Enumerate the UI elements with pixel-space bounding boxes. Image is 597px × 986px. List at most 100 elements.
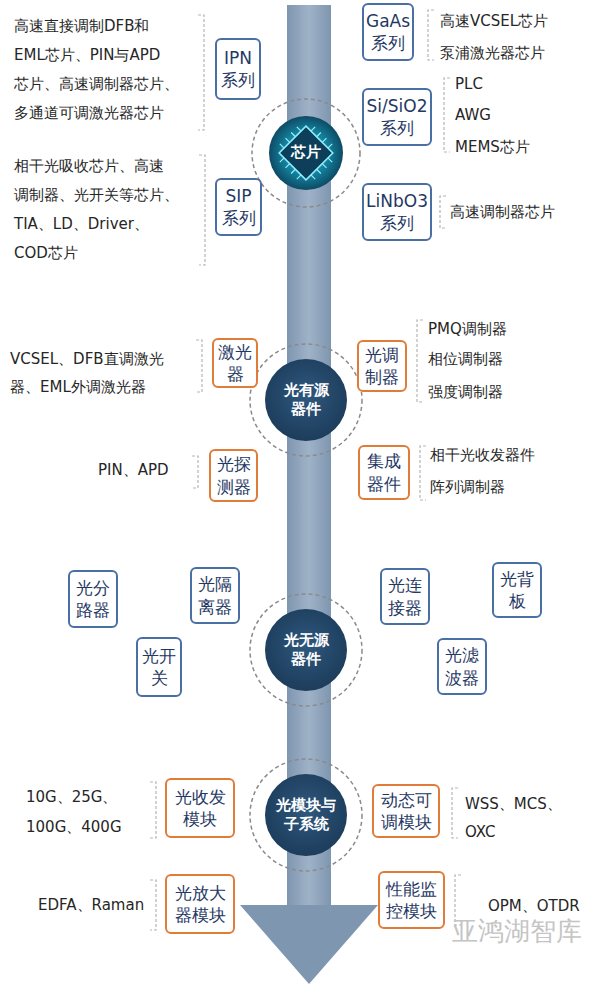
text-wrap: 激光 器 [216, 341, 254, 385]
item-label: 高速调制器芯片 [450, 203, 555, 223]
item-label: PIN、APD [98, 461, 169, 481]
chip-pin [271, 118, 342, 189]
text-wrap: Si/SiO2 系列 [366, 95, 428, 139]
bracket [150, 782, 156, 838]
node-text: 光背 板 [496, 568, 538, 612]
chip-body [279, 126, 333, 180]
text-wrap: SIP 系列 [219, 185, 258, 229]
item-label: OPM、OTDR [488, 897, 580, 917]
item-label: 强度调制器 [428, 383, 503, 403]
category-box: 动态可 调模块 [372, 784, 440, 838]
node-text: LiNbO3 系列 [366, 190, 428, 234]
node-text: 芯片 [291, 143, 321, 163]
stage-circle: 光有源 器件 [264, 358, 348, 442]
stage-circle: 光无源 器件 [264, 608, 348, 692]
item-label: 泵浦激光器芯片 [440, 44, 545, 64]
bracket [417, 320, 423, 402]
text-wrap: IPN 系列 [219, 47, 257, 91]
text-wrap: LiNbO3 系列 [366, 190, 428, 234]
node-text: 光有源 器件 [276, 381, 336, 420]
item-label: 相干光吸收芯片、高速 调制器、光开关等芯片、 TIA、LD、Driver、 CO… [14, 152, 199, 268]
item-label: 相干光收发器件 [430, 446, 535, 466]
item-label: MEMS芯片 [455, 138, 530, 158]
item-label: WSS、MCS、 OXC [465, 790, 575, 846]
node-text: 光隔 离器 [194, 573, 236, 617]
node-text: 光滤 波器 [441, 644, 483, 688]
chip-pin [271, 118, 342, 189]
text-wrap: 光有源 器件 [276, 381, 336, 420]
bracket [196, 340, 202, 392]
watermark: 亚鸿湖智库 [452, 915, 582, 949]
bracket [428, 10, 434, 60]
bracket [440, 196, 446, 228]
bracket [199, 155, 205, 265]
circle-fill [269, 116, 343, 190]
stage-circle: 光模块与 子系统 [264, 773, 348, 857]
node-text: 光无源 器件 [276, 631, 336, 670]
item-label: 阵列调制器 [430, 478, 505, 498]
node-text: GaAs 系列 [366, 10, 410, 54]
item-label: 相位调制器 [428, 350, 503, 370]
chip-symbol [271, 118, 342, 189]
node-text: 激光 器 [216, 341, 254, 385]
circle-fill [265, 359, 347, 441]
item-label: PLC [455, 75, 483, 95]
text-wrap: 芯片 [291, 143, 321, 163]
bracket [198, 15, 204, 130]
text-wrap: 光背 板 [496, 568, 538, 612]
dashed-ring [252, 99, 360, 207]
text-wrap: 动态可 调模块 [376, 789, 436, 833]
category-box: 光调 制器 [357, 340, 407, 392]
circle-fill [265, 609, 347, 691]
category-box: 光隔 离器 [190, 567, 240, 624]
text-wrap: 光连 接器 [384, 574, 426, 618]
dashed-ring [250, 344, 362, 456]
node-text: 动态可 调模块 [376, 789, 436, 833]
node-text: 光分 路器 [72, 577, 114, 621]
chip-pin [271, 118, 342, 189]
category-box: 光探 测器 [209, 449, 258, 502]
node-text: 集成 器件 [362, 450, 406, 494]
text-wrap: 光放大 器模块 [169, 882, 231, 926]
text-wrap: 光探 测器 [213, 453, 254, 497]
text-wrap: GaAs 系列 [366, 10, 410, 54]
flow-arrow-head [240, 905, 378, 984]
bracket [444, 78, 450, 152]
category-box: 光连 接器 [380, 568, 430, 625]
chip-pin [271, 118, 342, 189]
bracket [192, 456, 198, 488]
bracket [150, 880, 156, 930]
node-text: 光开 关 [140, 645, 178, 689]
stage-circle: 芯片 [268, 115, 344, 191]
text-wrap: 光调 制器 [361, 344, 403, 388]
category-box: 光滤 波器 [437, 638, 487, 695]
category-box: 光收发 模块 [165, 778, 235, 838]
category-box: 性能监 控模块 [378, 871, 445, 929]
category-box: 激光 器 [212, 338, 258, 388]
text-wrap: 光收发 模块 [169, 786, 231, 830]
item-label: 高速直接调制DFB和 EML芯片、PIN与APD 芯片、高速调制器芯片、 多通道… [14, 12, 204, 128]
category-box: IPN 系列 [215, 38, 261, 100]
node-text: 光调 制器 [361, 344, 403, 388]
text-wrap: 光分 路器 [72, 577, 114, 621]
node-text: SIP 系列 [219, 185, 258, 229]
category-box: GaAs 系列 [362, 3, 414, 61]
item-label: 10G、25G、 100G、400G [26, 782, 134, 842]
bracket [420, 446, 426, 500]
text-wrap: 集成 器件 [362, 450, 406, 494]
text-wrap: 光滤 波器 [441, 644, 483, 688]
dashed-ring [250, 594, 362, 706]
category-box: LiNbO3 系列 [362, 183, 432, 241]
item-label: AWG [455, 106, 491, 126]
text-wrap: 光无源 器件 [276, 631, 336, 670]
category-box: Si/SiO2 系列 [362, 88, 432, 146]
node-text: IPN 系列 [219, 47, 257, 91]
bracket [452, 788, 458, 838]
node-text: 光模块与 子系统 [276, 796, 336, 835]
category-box: SIP 系列 [215, 178, 262, 236]
node-text: 光放大 器模块 [169, 882, 231, 926]
category-box: 光分 路器 [68, 570, 118, 628]
category-box: 光开 关 [136, 637, 182, 697]
node-text: 光连 接器 [384, 574, 426, 618]
